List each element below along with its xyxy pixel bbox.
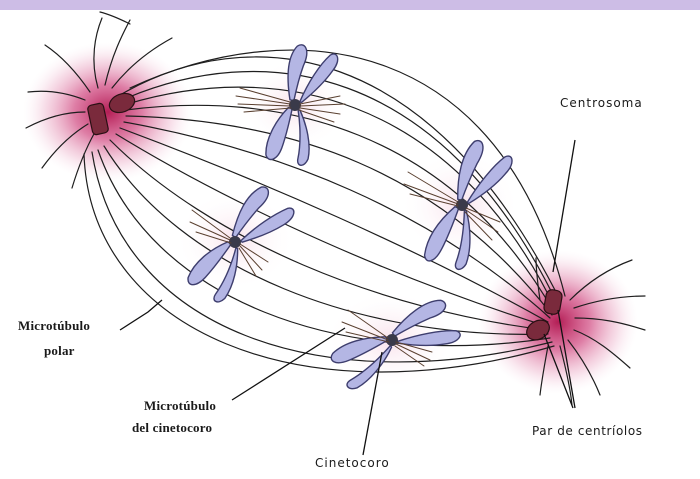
centrosome-label: Centrosoma	[560, 96, 643, 110]
kinetochore-microtubule-label-line2: del cinetocoro	[132, 420, 212, 436]
kinetochore-label: Cinetocoro	[315, 456, 390, 470]
centriole-pair-label: Par de centríolos	[532, 424, 643, 438]
polar-microtubule-label-line1: Microtúbulo	[18, 318, 90, 334]
kinetochore-mt-leader	[232, 328, 345, 400]
polar-mt-leader	[120, 300, 162, 330]
kinetochore-microtubule-label-line1: Microtúbulo	[144, 398, 216, 414]
polar-microtubule-label-line2: polar	[44, 343, 75, 359]
left-centrosome-halo	[23, 42, 193, 182]
